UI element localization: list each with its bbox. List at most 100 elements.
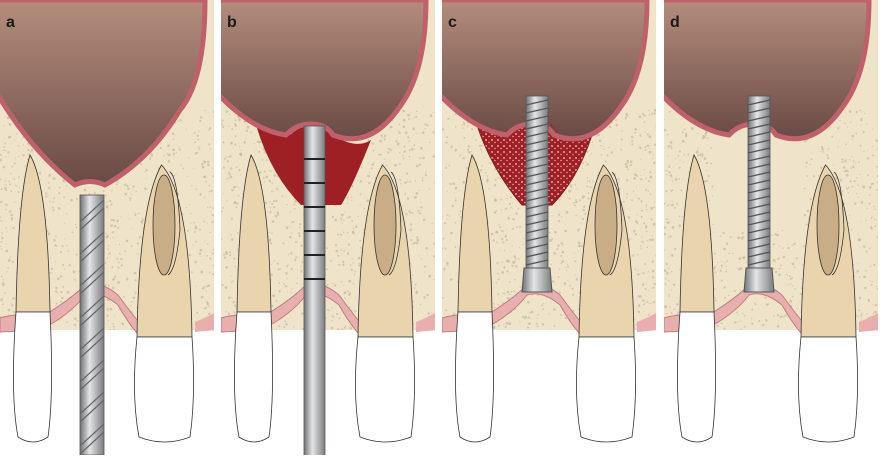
bone-speckle bbox=[857, 196, 859, 198]
bone-speckle bbox=[55, 302, 58, 305]
bone-speckle bbox=[206, 206, 209, 208]
bone-speckle bbox=[854, 202, 857, 205]
bone-speckle bbox=[405, 172, 409, 175]
bone-speckle bbox=[502, 292, 504, 295]
bone-speckle bbox=[432, 232, 434, 234]
bone-speckle bbox=[199, 248, 203, 252]
bone-speckle bbox=[648, 135, 652, 139]
bone-speckle bbox=[221, 123, 223, 126]
bone-speckle bbox=[639, 159, 641, 161]
bone-speckle bbox=[655, 125, 656, 128]
bone-speckle bbox=[278, 325, 281, 328]
bone-speckle bbox=[449, 182, 452, 185]
bone-speckle bbox=[567, 279, 569, 281]
bone-speckle bbox=[258, 150, 261, 153]
bone-speckle bbox=[667, 236, 669, 238]
bone-speckle bbox=[10, 190, 13, 193]
bone-speckle bbox=[859, 144, 862, 147]
bone-speckle bbox=[230, 234, 232, 236]
bone-speckle bbox=[270, 190, 273, 193]
bone-speckle bbox=[127, 187, 130, 190]
bone-speckle bbox=[641, 240, 644, 243]
bone-speckle bbox=[772, 267, 775, 270]
bone-speckle bbox=[141, 223, 143, 225]
bone-speckle bbox=[268, 169, 271, 172]
bone-speckle bbox=[635, 186, 637, 188]
bone-speckle bbox=[342, 263, 345, 267]
bone-speckle bbox=[793, 266, 795, 268]
bone-speckle bbox=[231, 188, 234, 192]
bone-speckle bbox=[326, 309, 329, 311]
bone-speckle bbox=[189, 204, 191, 206]
bone-speckle bbox=[554, 230, 557, 234]
bone-speckle bbox=[849, 121, 852, 123]
bone-speckle bbox=[57, 277, 60, 281]
bone-speckle bbox=[233, 185, 236, 189]
bone-speckle bbox=[866, 313, 868, 315]
bone-speckle bbox=[639, 245, 642, 247]
bone-speckle bbox=[448, 215, 451, 217]
bone-speckle bbox=[564, 316, 567, 320]
bone-speckle bbox=[654, 109, 656, 112]
bone-speckle bbox=[194, 152, 198, 155]
bone-speckle bbox=[631, 140, 634, 143]
bone-speckle bbox=[639, 134, 642, 137]
root-canal bbox=[373, 174, 397, 276]
bone-speckle bbox=[6, 116, 10, 120]
bone-speckle bbox=[278, 282, 281, 284]
bone-speckle bbox=[586, 163, 589, 166]
bone-speckle bbox=[203, 196, 205, 198]
bone-speckle bbox=[268, 179, 271, 183]
bone-speckle bbox=[699, 153, 702, 156]
bone-speckle bbox=[211, 252, 214, 255]
bone-speckle bbox=[290, 252, 293, 255]
probe-marking bbox=[304, 206, 325, 208]
bone-speckle bbox=[643, 114, 646, 117]
bone-speckle bbox=[24, 164, 27, 167]
bone-speckle bbox=[536, 317, 538, 319]
bone-speckle bbox=[648, 109, 650, 112]
bone-speckle bbox=[207, 163, 210, 167]
bone-speckle bbox=[570, 186, 572, 189]
bone-speckle bbox=[114, 275, 117, 278]
bone-speckle bbox=[0, 298, 3, 301]
bone-speckle bbox=[183, 116, 184, 118]
bone-speckle bbox=[461, 124, 463, 126]
bone-speckle bbox=[167, 159, 171, 163]
bone-speckle bbox=[557, 276, 560, 279]
bone-speckle bbox=[454, 113, 457, 116]
bone-speckle bbox=[762, 323, 765, 327]
bone-speckle bbox=[674, 158, 676, 159]
bone-speckle bbox=[519, 321, 521, 323]
bone-speckle bbox=[827, 127, 830, 130]
bone-speckle bbox=[826, 154, 829, 157]
bone-speckle bbox=[414, 148, 416, 150]
bone-speckle bbox=[331, 320, 333, 322]
bone-speckle bbox=[229, 155, 232, 158]
bone-speckle bbox=[188, 157, 190, 159]
bone-speckle bbox=[231, 128, 234, 131]
bone-speckle bbox=[502, 230, 504, 232]
bone-speckle bbox=[669, 110, 671, 112]
bone-speckle bbox=[741, 231, 744, 235]
bone-speckle bbox=[60, 291, 63, 294]
bone-speckle bbox=[352, 282, 355, 285]
bone-speckle bbox=[404, 181, 407, 184]
bone-speckle bbox=[71, 309, 73, 312]
bone-speckle bbox=[432, 155, 435, 158]
left-tooth-root bbox=[457, 154, 493, 313]
bone-speckle bbox=[402, 109, 405, 113]
bone-speckle bbox=[503, 323, 505, 326]
bone-speckle bbox=[638, 146, 640, 148]
bone-speckle bbox=[236, 232, 239, 234]
bone-speckle bbox=[415, 110, 418, 113]
bone-speckle bbox=[458, 214, 461, 216]
left-tooth-root bbox=[679, 154, 715, 313]
bone-speckle bbox=[363, 207, 366, 210]
bone-speckle bbox=[234, 266, 236, 268]
bone-speckle bbox=[637, 273, 640, 276]
bone-speckle bbox=[201, 163, 204, 166]
bone-speckle bbox=[518, 246, 520, 248]
bone-speckle bbox=[5, 243, 7, 245]
bone-speckle bbox=[380, 134, 383, 137]
